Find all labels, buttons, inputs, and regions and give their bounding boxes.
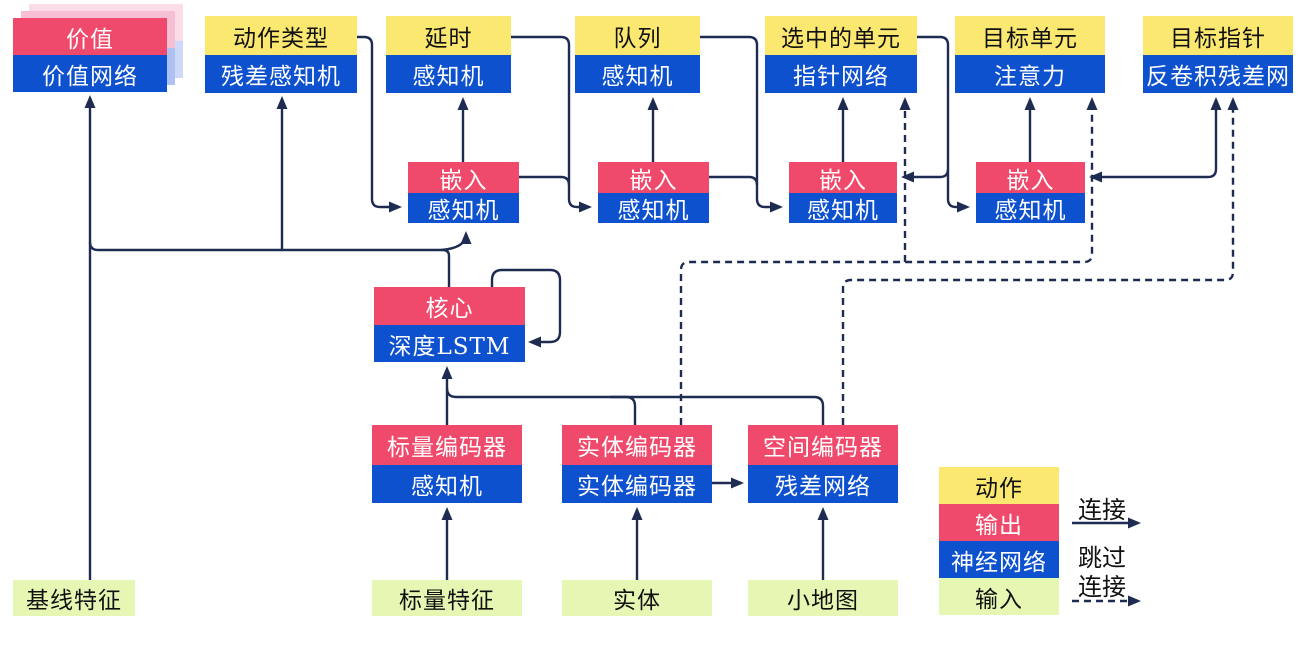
arrow-embed-4-target-point — [1089, 97, 1222, 183]
scalar-encoder-network: 感知机 — [372, 465, 522, 503]
value-output-label: 价值 — [13, 18, 167, 55]
target-point-label: 目标指针 — [1143, 16, 1293, 55]
box-scalar-encoder: 标量编码器 感知机 — [372, 425, 522, 503]
spatial-encoder-label: 空间编码器 — [748, 425, 898, 465]
value-network-label: 价值网络 — [13, 55, 167, 92]
legend-connection-label: 连接 — [1078, 496, 1126, 524]
minimap-label: 小地图 — [748, 580, 898, 616]
box-spatial-encoder: 空间编码器 残差网络 — [748, 425, 898, 503]
embed-3-network: 感知机 — [789, 193, 897, 224]
box-entities: 实体 — [562, 580, 712, 616]
embed-1-label: 嵌入 — [408, 162, 519, 194]
wire-embed-2-merge — [709, 175, 759, 186]
box-core: 核心 深度LSTM — [374, 287, 525, 362]
legend-output-label: 输出 — [939, 504, 1059, 541]
wire-core-output-bus — [88, 241, 451, 287]
wire-entity-encoder-to-core — [610, 395, 637, 425]
wire-spatial-encoder-to-core — [445, 387, 825, 425]
box-minimap: 小地图 — [748, 580, 898, 616]
box-queue: 队列 感知机 — [575, 16, 700, 93]
baseline-features-label: 基线特征 — [13, 580, 135, 616]
box-embed-1: 嵌入 感知机 — [408, 162, 519, 224]
box-target-unit: 目标单元 注意力 — [955, 16, 1105, 93]
box-baseline-features: 基线特征 — [13, 580, 135, 616]
action-type-label: 动作类型 — [205, 16, 357, 55]
box-selected-units: 选中的单元 指针网络 — [765, 16, 917, 93]
entities-label: 实体 — [562, 580, 712, 616]
queue-label: 队列 — [575, 16, 700, 55]
entity-encoder-label: 实体编码器 — [562, 425, 712, 465]
box-entity-encoder: 实体编码器 实体编码器 — [562, 425, 712, 503]
legend-network-label: 神经网络 — [939, 541, 1059, 578]
embed-2-label: 嵌入 — [598, 162, 709, 194]
embed-1-network: 感知机 — [408, 193, 519, 224]
spatial-encoder-network: 残差网络 — [748, 465, 898, 503]
skip-entity-to-target-unit — [679, 97, 1098, 425]
box-value: 价值 价值网络 — [13, 18, 167, 92]
entity-encoder-network: 实体编码器 — [562, 465, 712, 503]
box-embed-2: 嵌入 感知机 — [598, 162, 709, 224]
box-embed-4: 嵌入 感知机 — [976, 162, 1085, 224]
queue-network: 感知机 — [575, 55, 700, 93]
legend-skip-label-line1: 跳过 — [1078, 544, 1126, 572]
scalar-encoder-label: 标量编码器 — [372, 425, 522, 465]
wire-embed-1-merge — [519, 175, 571, 186]
embed-4-network: 感知机 — [976, 193, 1085, 224]
embed-4-label: 嵌入 — [976, 162, 1085, 194]
arrow-branch-to-embed-3 — [901, 168, 950, 183]
embed-2-network: 感知机 — [598, 193, 709, 224]
target-unit-label: 目标单元 — [955, 16, 1105, 55]
selected-units-label: 选中的单元 — [765, 16, 917, 55]
box-target-point: 目标指针 反卷积残差网 — [1143, 16, 1293, 93]
box-delay: 延时 感知机 — [386, 16, 511, 93]
selected-units-network: 指针网络 — [765, 55, 917, 93]
arrow-bus-to-embed-1 — [440, 231, 472, 252]
legend-input-label: 输入 — [939, 578, 1059, 615]
legend-action-label: 动作 — [939, 467, 1059, 504]
legend-color-key: 动作 输出 神经网络 输入 — [939, 467, 1059, 615]
box-scalar-features: 标量特征 — [372, 580, 522, 616]
box-action-type: 动作类型 残差感知机 — [205, 16, 357, 93]
box-embed-3: 嵌入 感知机 — [789, 162, 897, 224]
core-network: 深度LSTM — [374, 325, 525, 362]
skip-spatial-to-target-point — [841, 97, 1239, 425]
legend-skip-label-line2: 连接 — [1078, 573, 1126, 601]
embed-3-label: 嵌入 — [789, 162, 897, 194]
target-unit-network: 注意力 — [955, 55, 1105, 93]
scalar-features-label: 标量特征 — [372, 580, 522, 616]
target-point-network: 反卷积残差网 — [1143, 55, 1293, 93]
delay-network: 感知机 — [386, 55, 511, 93]
core-label: 核心 — [374, 287, 525, 325]
delay-label: 延时 — [386, 16, 511, 55]
action-type-network: 残差感知机 — [205, 55, 357, 93]
